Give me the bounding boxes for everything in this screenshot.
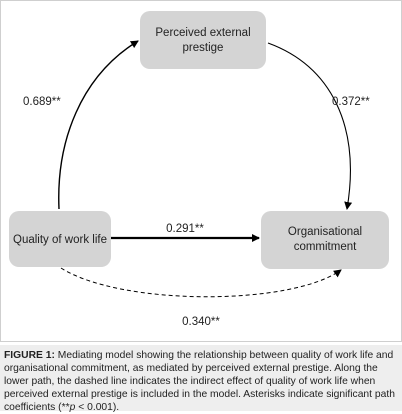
path-prestige-to-commitment — [267, 42, 353, 210]
path-indirect-dashed — [60, 267, 342, 298]
node-organisational-commitment: Organisational commitment — [261, 211, 389, 269]
node-prestige-line2: prestige — [183, 42, 224, 54]
coef-qwl-to-prestige: 0.689** — [23, 96, 61, 108]
caption-text: Mediating model showing the relationship… — [4, 350, 395, 413]
caption-p-symbol: p — [69, 402, 76, 413]
figure-panel: Perceived external prestige Quality of w… — [0, 0, 402, 342]
node-quality-of-work-life: Quality of work life — [9, 211, 111, 267]
node-prestige-line1: Perceived external — [155, 27, 250, 39]
node-commitment-line2: commitment — [294, 241, 357, 253]
mediation-diagram: Perceived external prestige Quality of w… — [9, 11, 389, 328]
node-qwl-label: Quality of work life — [13, 234, 107, 246]
node-perceived-external-prestige: Perceived external prestige — [140, 11, 266, 69]
caption-text-end: < 0.001). — [75, 402, 120, 413]
caption-label: FIGURE 1: — [4, 350, 55, 361]
coef-qwl-to-commitment: 0.291** — [166, 223, 204, 235]
node-commitment-line1: Organisational — [288, 226, 362, 238]
path-qwl-to-prestige — [58, 40, 139, 210]
figure-caption: FIGURE 1: Mediating model showing the re… — [0, 345, 402, 413]
coef-prestige-to-commitment: 0.372** — [332, 96, 370, 108]
coef-indirect: 0.340** — [182, 316, 220, 328]
